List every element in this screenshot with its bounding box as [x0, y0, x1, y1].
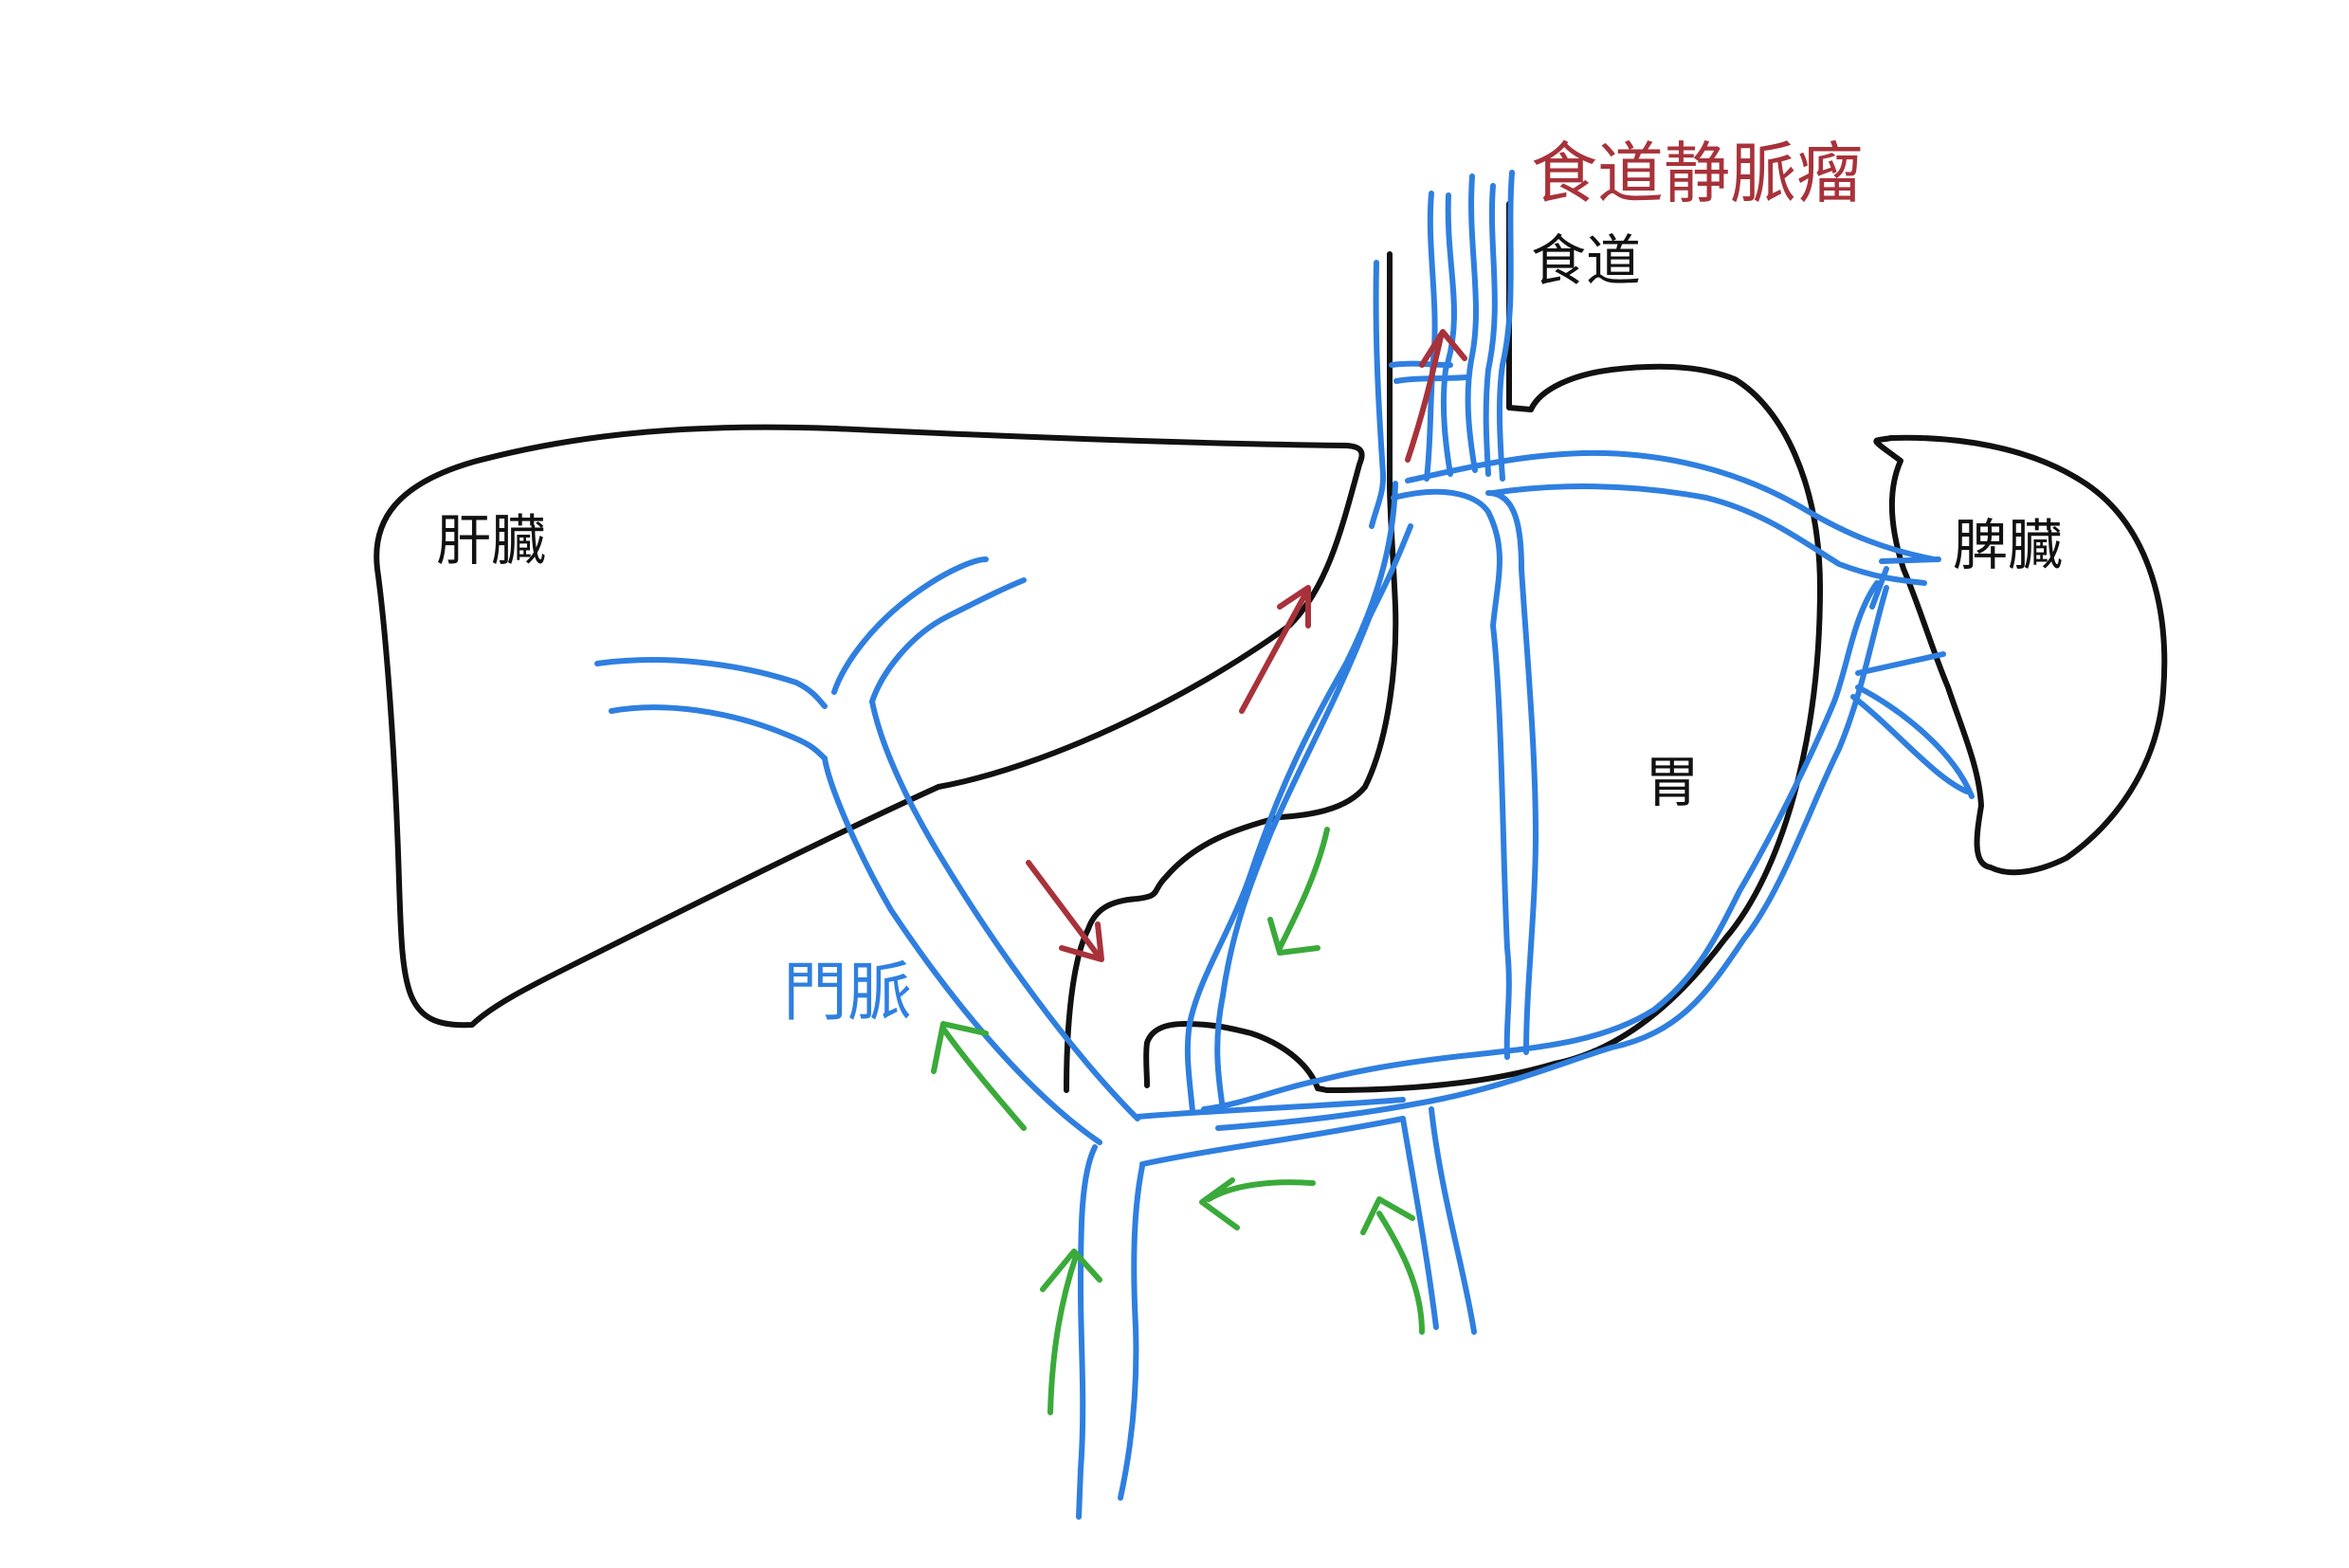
organ-outlines — [373, 201, 2168, 1093]
left-gastric-vein-outer — [1184, 481, 1398, 1114]
portal-trunk-left-wall — [822, 756, 1102, 1145]
spleen-outline — [1873, 434, 2168, 876]
red-arrow-esophagus — [1405, 329, 1467, 463]
splenic-vein-upper — [1201, 580, 1880, 1112]
portal-vein-label: 門脈 — [783, 956, 912, 1030]
esophageal-vein-6 — [1496, 170, 1515, 482]
green-arrow-smv — [1040, 1249, 1102, 1415]
esophageal-vein-4 — [1465, 173, 1479, 473]
green-arrow-splenic — [1199, 1177, 1316, 1231]
red-arrow-left-gastric — [1239, 585, 1311, 714]
veins — [594, 170, 1975, 1520]
splenic-vein-to-confluence-lower — [1139, 1116, 1406, 1167]
intrahepatic-branch-3 — [831, 556, 989, 695]
left-gastric-vein-inner — [1214, 523, 1413, 1112]
splenic-hilum-vein-1 — [1879, 556, 1941, 564]
splenic-vein-to-confluence-upper — [1135, 1097, 1406, 1120]
esophageal-vein-5 — [1483, 183, 1498, 477]
varices-label: 食道静脈瘤 — [1531, 135, 1863, 212]
short-gastric-vein-lower — [1490, 483, 1927, 586]
gastric-vein-right — [1485, 490, 1539, 1055]
splenic-hilum-vein-3 — [1855, 651, 1946, 676]
collateral-flow-arrows — [1026, 329, 1467, 962]
green-arrow-stomach — [1267, 827, 1330, 956]
green-arrow-ima — [1360, 1196, 1425, 1335]
stomach-outline — [1143, 363, 1823, 1093]
labels: 食道静脈瘤 食道 肝臓 脾臓 胃 門脈 — [436, 135, 2063, 1030]
intrahepatic-branch-2 — [609, 704, 828, 761]
smv-right-wall — [1429, 1106, 1477, 1335]
gastric-vein-left — [1391, 488, 1512, 1060]
intrahepatic-branch-4 — [869, 577, 1027, 704]
portal-flow-arrows — [931, 827, 1425, 1415]
splenic-hilum-vein-4 — [1855, 684, 1975, 799]
splenic-vein-lower — [1215, 585, 1889, 1131]
esophagus-label: 食道 — [1531, 228, 1641, 293]
portal-vein-right-wall — [1118, 1163, 1145, 1501]
red-arrow-hepatic — [1026, 860, 1104, 962]
smv-left-wall — [1400, 1116, 1439, 1330]
stomach-label: 胃 — [1645, 750, 1700, 814]
splenic-hilum-vein-5 — [1850, 694, 1970, 794]
liver-outline — [373, 424, 1365, 1029]
esophageal-vein-1 — [1369, 260, 1387, 529]
splenic-hilum-vein-2 — [1869, 566, 1889, 610]
portal-trunk-right-wall — [869, 699, 1140, 1121]
spleen-label: 脾臓 — [1953, 513, 2063, 577]
short-gastric-vein-upper — [1405, 449, 1937, 562]
green-arrow-portal-trunk — [931, 1021, 1027, 1131]
intrahepatic-branch-1 — [594, 657, 828, 709]
esophageal-vein-2 — [1424, 191, 1438, 482]
portal-vein-left-wall — [1076, 1144, 1098, 1520]
esophagus-left-wall — [1064, 251, 1399, 1093]
liver-label: 肝臓 — [436, 508, 546, 573]
